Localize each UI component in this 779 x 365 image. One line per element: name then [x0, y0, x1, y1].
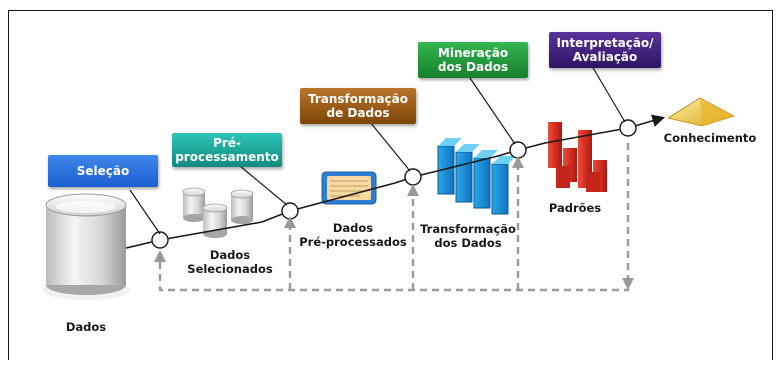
patterns-bar-chart-icon	[548, 122, 607, 192]
frame-top-border	[8, 10, 773, 11]
stage-mineracao: Mineração dos Dados	[418, 42, 528, 78]
transformed-data-blocks-icon	[437, 138, 516, 215]
stage-leader-lines	[129, 65, 626, 235]
feedback-arrowheads	[154, 156, 634, 290]
label-padroes: Padrões	[548, 201, 602, 215]
label-transformacao-dos-dados: Transformação dos Dados	[420, 222, 516, 250]
frame-left-border	[8, 10, 9, 360]
frame-right-border	[772, 10, 773, 360]
stage-transformacao: Transformação de Dados	[300, 88, 416, 124]
stage-interpretacao: Interpretação/ Avaliação	[549, 32, 661, 68]
knowledge-pyramid-icon	[666, 97, 736, 127]
process-nodes	[151, 119, 637, 249]
label-dados-preprocessados: Dados Pré-processados	[299, 221, 407, 249]
label-conhecimento: Conhecimento	[663, 131, 757, 145]
preprocessed-data-document-icon	[321, 171, 377, 205]
label-dados-selecionados: Dados Selecionados	[187, 248, 273, 276]
feedback-loop-arrows	[158, 140, 630, 292]
data-cylinder-icon	[42, 193, 130, 300]
stage-selecao: Seleção	[48, 155, 158, 187]
label-dados: Dados	[65, 320, 107, 334]
stage-preprocessamento: Pré- processamento	[172, 133, 282, 167]
